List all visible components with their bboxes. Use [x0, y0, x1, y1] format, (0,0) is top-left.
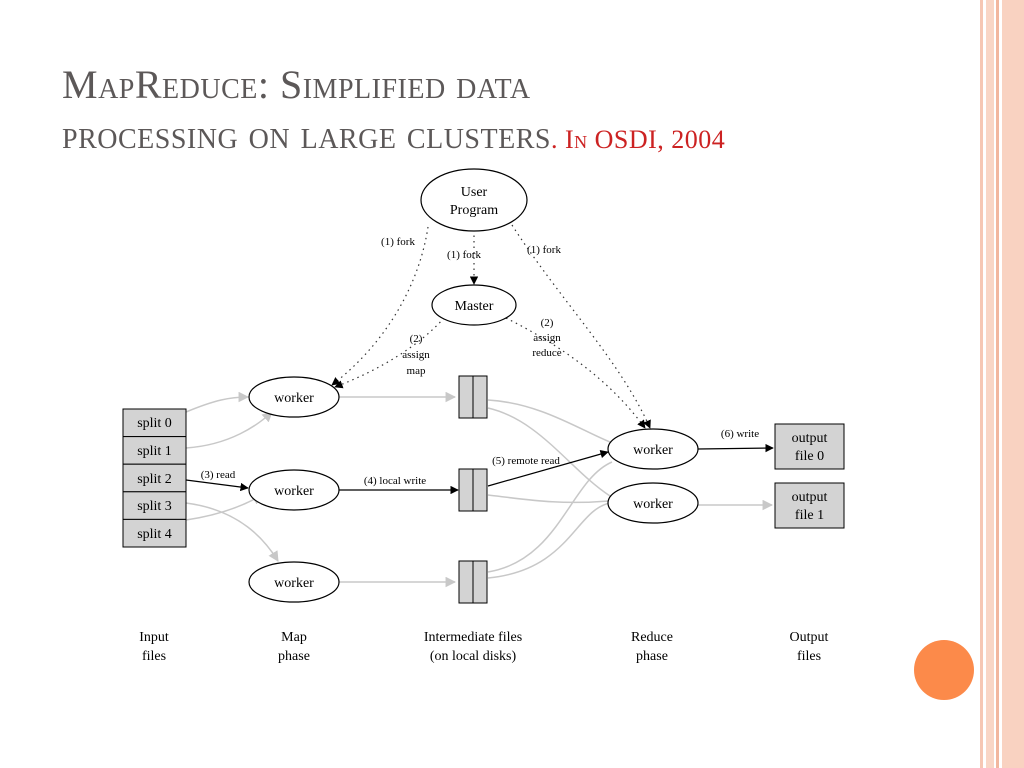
svg-text:worker: worker — [633, 497, 673, 512]
svg-text:assign: assign — [533, 332, 561, 344]
fork-label-center: (1) fork — [447, 249, 481, 261]
svg-text:Reduce: Reduce — [631, 630, 673, 645]
title-line-2-text: processing on large clusters — [62, 112, 551, 157]
map-worker-node: worker — [248, 376, 340, 418]
remote-read-label: (5) remote read — [492, 455, 560, 467]
slide-border-stripes — [980, 0, 1024, 768]
svg-text:file 0: file 0 — [795, 449, 824, 464]
svg-text:worker: worker — [633, 443, 673, 458]
master-node: Master — [431, 284, 517, 326]
split-box: split 3 — [122, 491, 187, 520]
phase-label: Input files — [139, 630, 169, 664]
svg-text:split 4: split 4 — [137, 527, 172, 542]
svg-text:phase: phase — [278, 649, 310, 664]
svg-text:split 3: split 3 — [137, 499, 172, 514]
svg-text:output: output — [792, 490, 828, 505]
svg-text:assign: assign — [402, 349, 430, 361]
svg-text:worker: worker — [274, 484, 314, 499]
map-worker-node: worker — [248, 469, 340, 511]
assign-reduce-label: (2) assign reduce — [532, 317, 561, 359]
svg-text:output: output — [792, 431, 828, 446]
user-program-label-line2: Program — [450, 203, 498, 218]
data-flow-edges — [185, 391, 774, 588]
user-program-node: User Program — [420, 168, 528, 232]
dotted-control-edges — [331, 224, 651, 429]
svg-text:worker: worker — [274, 576, 314, 591]
svg-text:worker: worker — [274, 391, 314, 406]
split-box: split 1 — [122, 436, 187, 465]
svg-text:files: files — [142, 649, 166, 664]
split-box: split 0 — [122, 408, 187, 438]
read-label: (3) read — [201, 469, 236, 481]
svg-text:(on local disks): (on local disks) — [430, 649, 517, 664]
control-flow-edges — [185, 443, 774, 495]
svg-text:Output: Output — [790, 630, 829, 645]
svg-text:split 2: split 2 — [137, 472, 172, 487]
svg-text:(2): (2) — [410, 333, 423, 345]
output-file-box: output file 0 — [774, 423, 845, 470]
intermediate-file — [458, 468, 488, 512]
title-citation: . In OSDI, 2004 — [550, 125, 726, 154]
fork-label-left: (1) fork — [381, 236, 415, 248]
master-label: Master — [455, 299, 494, 314]
write-label: (6) write — [721, 428, 759, 440]
phase-label: Reduce phase — [631, 630, 673, 664]
map-worker-node: worker — [248, 561, 340, 603]
svg-text:Map: Map — [281, 630, 307, 645]
svg-text:file 1: file 1 — [795, 508, 824, 523]
phase-label: Output files — [790, 630, 829, 664]
svg-text:map: map — [407, 365, 426, 377]
phase-label: Map phase — [278, 630, 310, 664]
svg-text:reduce: reduce — [532, 347, 561, 359]
split-box: split 2 — [122, 463, 187, 493]
svg-text:split 0: split 0 — [137, 416, 172, 431]
title-line-2: processing on large clusters. In OSDI, 2… — [62, 110, 922, 165]
phase-label: Intermediate files (on local disks) — [424, 630, 522, 664]
title-line-1: MapReduce: Simplified data — [62, 62, 531, 107]
input-splits: split 0 split 1 split 2 split 3 split 4 — [122, 408, 187, 548]
svg-text:Intermediate files: Intermediate files — [424, 630, 522, 645]
reduce-worker-node: worker — [607, 428, 699, 470]
reduce-worker-node: worker — [607, 482, 699, 524]
decorative-circle — [914, 640, 974, 700]
user-program-label-line1: User — [461, 185, 488, 200]
split-box: split 4 — [122, 518, 187, 548]
svg-text:(2): (2) — [541, 317, 554, 329]
svg-text:phase: phase — [636, 649, 668, 664]
intermediate-file — [458, 375, 488, 419]
svg-text:files: files — [797, 649, 821, 664]
local-write-label: (4) local write — [364, 475, 426, 487]
intermediate-file — [458, 560, 488, 604]
svg-text:Input: Input — [139, 630, 169, 645]
output-file-box: output file 1 — [774, 482, 845, 529]
assign-map-label: (2) assign map — [402, 333, 430, 377]
svg-text:split 1: split 1 — [137, 444, 172, 459]
fork-label-right: (1) fork — [527, 244, 561, 256]
slide-title: MapReduce: Simplified data processing on… — [62, 60, 922, 165]
